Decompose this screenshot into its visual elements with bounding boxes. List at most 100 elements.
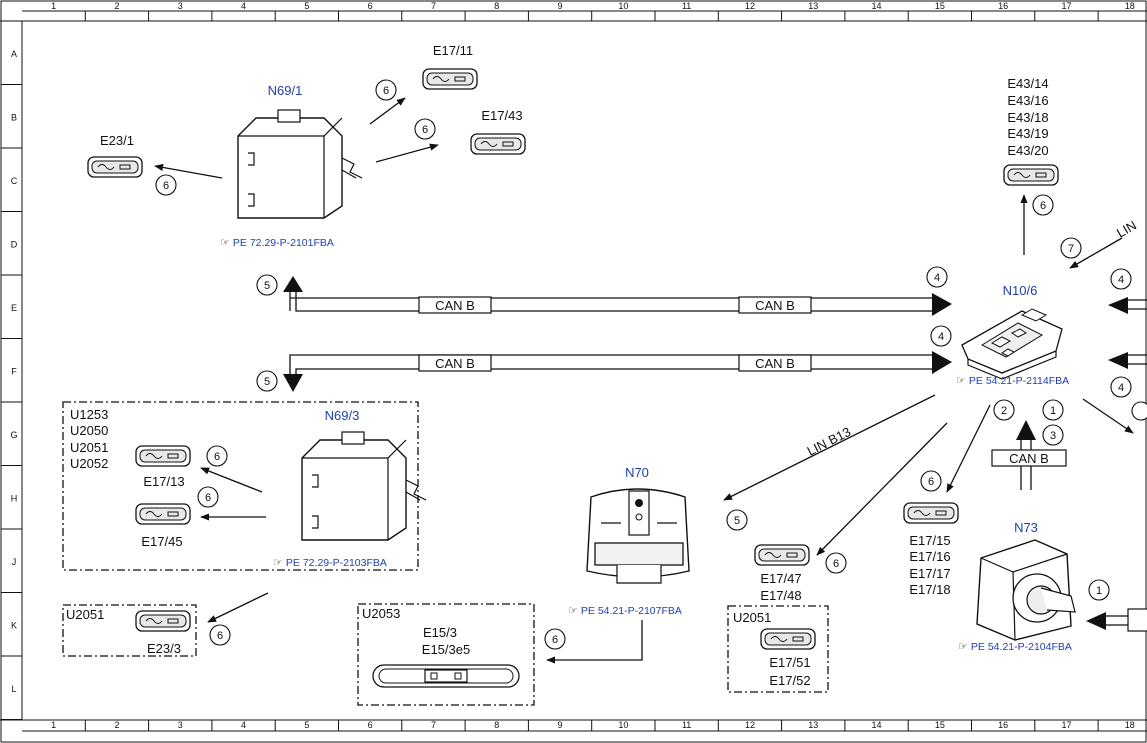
grid-col-top: 7	[431, 1, 436, 11]
grid-col-bottom: 5	[304, 720, 309, 730]
connector-e17-51-52[interactable]	[760, 628, 816, 650]
grid-col-bottom: 3	[178, 720, 183, 730]
svg-text:6: 6	[217, 630, 223, 642]
grid-row-label: A	[11, 49, 17, 59]
module-n10-6[interactable]	[961, 308, 1063, 380]
svg-text:E15/3: E15/3	[423, 625, 457, 640]
can-bus-vertical	[991, 420, 1067, 490]
svg-text:E17/15: E17/15	[909, 533, 950, 548]
svg-text:E43/18: E43/18	[1007, 110, 1048, 125]
svg-text:U2052: U2052	[70, 456, 108, 471]
label-u-group: U1253 U2050 U2051 U2052	[70, 407, 108, 471]
marker-6: 6	[920, 470, 942, 492]
svg-text:U2051: U2051	[70, 440, 108, 455]
ref-icon: ☞	[568, 605, 581, 617]
connector-e23-1[interactable]	[87, 156, 143, 178]
connector-e17-43[interactable]	[470, 133, 526, 155]
svg-text:6: 6	[422, 124, 428, 136]
svg-text:E17/17: E17/17	[909, 566, 950, 581]
markers: 6 6 6 6 7 5 5 4 4 4 4 2 1 3 6 6 6 5 6 1 …	[155, 79, 1132, 650]
n73-name: N73	[1014, 520, 1038, 535]
module-n69-1[interactable]	[237, 109, 363, 219]
lamp-e15[interactable]	[372, 664, 520, 688]
svg-text:6: 6	[163, 180, 169, 192]
svg-text:6: 6	[205, 492, 211, 504]
svg-text:1: 1	[1096, 585, 1102, 597]
grid-col-top: 3	[178, 1, 183, 11]
n69-3-ref[interactable]: ☞ PE 72.29-P-2103FBA	[273, 557, 387, 569]
grid-col-bottom: 11	[682, 720, 691, 730]
ref-icon: ☞	[273, 557, 286, 569]
grid-row-label: K	[11, 620, 17, 630]
marker-2: 2	[993, 399, 1015, 421]
grid-col-bottom: 6	[368, 720, 373, 730]
grid-col-bottom: 15	[935, 720, 945, 730]
label-u2051-a: U2051	[66, 607, 104, 622]
ref-icon: ☞	[220, 237, 233, 249]
marker-4: 4	[930, 325, 952, 347]
marker-6: 6	[825, 552, 847, 574]
svg-text:E43/19: E43/19	[1007, 126, 1048, 141]
module-n73[interactable]	[976, 539, 1076, 641]
marker-6: 6	[1032, 194, 1054, 216]
label-lin: LIN	[1114, 217, 1139, 240]
module-n69-3[interactable]	[301, 431, 427, 541]
marker-3: 3	[1042, 424, 1064, 446]
n10-6-ref[interactable]: ☞ PE 54.21-P-2114FBA	[956, 375, 1069, 387]
can-b-label-3: CAN B	[435, 356, 475, 371]
connector-e17-15-18[interactable]	[903, 502, 959, 524]
svg-text:5: 5	[734, 515, 740, 527]
connector-e17-13[interactable]	[135, 445, 191, 467]
marker-6: 6	[414, 118, 436, 140]
grid-col-top: 15	[935, 1, 945, 11]
connector-e17-11[interactable]	[422, 68, 478, 90]
can-bus-lower	[283, 351, 952, 392]
label-e17-15-18: E17/15 E17/16 E17/17 E17/18	[909, 533, 950, 597]
n69-1-ref[interactable]: ☞ PE 72.29-P-2101FBA	[220, 237, 334, 249]
grid-col-bottom: 13	[808, 720, 818, 730]
svg-text:4: 4	[1118, 382, 1124, 394]
n69-3-name: N69/3	[325, 408, 360, 423]
svg-text:E17/47: E17/47	[760, 571, 801, 586]
connector-e23-3[interactable]	[135, 610, 191, 632]
connector-e43[interactable]	[1003, 164, 1059, 186]
grid-row-label: H	[11, 493, 18, 503]
can-b-label-2: CAN B	[755, 298, 795, 313]
marker-6: 6	[197, 486, 219, 508]
grid-col-top: 11	[682, 1, 691, 11]
svg-text:E17/16: E17/16	[909, 549, 950, 564]
marker-6: 6	[209, 624, 231, 646]
svg-text:2: 2	[1001, 405, 1007, 417]
grid-row-label: D	[11, 239, 18, 249]
marker-7: 7	[1060, 237, 1082, 259]
grid-col-top: 12	[745, 1, 755, 11]
grid-col-bottom: 12	[745, 720, 755, 730]
connector-e17-45[interactable]	[135, 503, 191, 525]
connector-e17-47-48[interactable]	[754, 544, 810, 566]
n73-ref[interactable]: ☞ PE 54.21-P-2104FBA	[958, 641, 1072, 653]
grid-col-top: 1	[51, 1, 56, 11]
svg-text:E17/51: E17/51	[769, 655, 810, 670]
can-b-label-1: CAN B	[435, 298, 475, 313]
grid-col-top: 2	[114, 1, 119, 11]
marker-6: 6	[155, 174, 177, 196]
label-u2051-b: U2051	[733, 610, 771, 625]
grid-col-bottom: 7	[431, 720, 436, 730]
grid-col-top: 4	[241, 1, 246, 11]
module-n70[interactable]	[586, 488, 690, 584]
ref-icon: ☞	[958, 641, 971, 653]
svg-text:1: 1	[1050, 405, 1056, 417]
label-e17-45: E17/45	[141, 534, 182, 549]
n70-ref[interactable]: ☞ PE 54.21-P-2107FBA	[568, 605, 682, 617]
label-lin-b13: LIN B13	[805, 424, 854, 459]
label-e23-1: E23/1	[100, 133, 134, 148]
grid-col-bottom: 10	[618, 720, 628, 730]
svg-text:3: 3	[1050, 430, 1056, 442]
marker-4: 4	[1110, 376, 1132, 398]
grid-row-label: J	[12, 557, 17, 567]
svg-text:6: 6	[928, 476, 934, 488]
svg-text:4: 4	[938, 331, 944, 343]
grid-col-top: 16	[998, 1, 1008, 11]
